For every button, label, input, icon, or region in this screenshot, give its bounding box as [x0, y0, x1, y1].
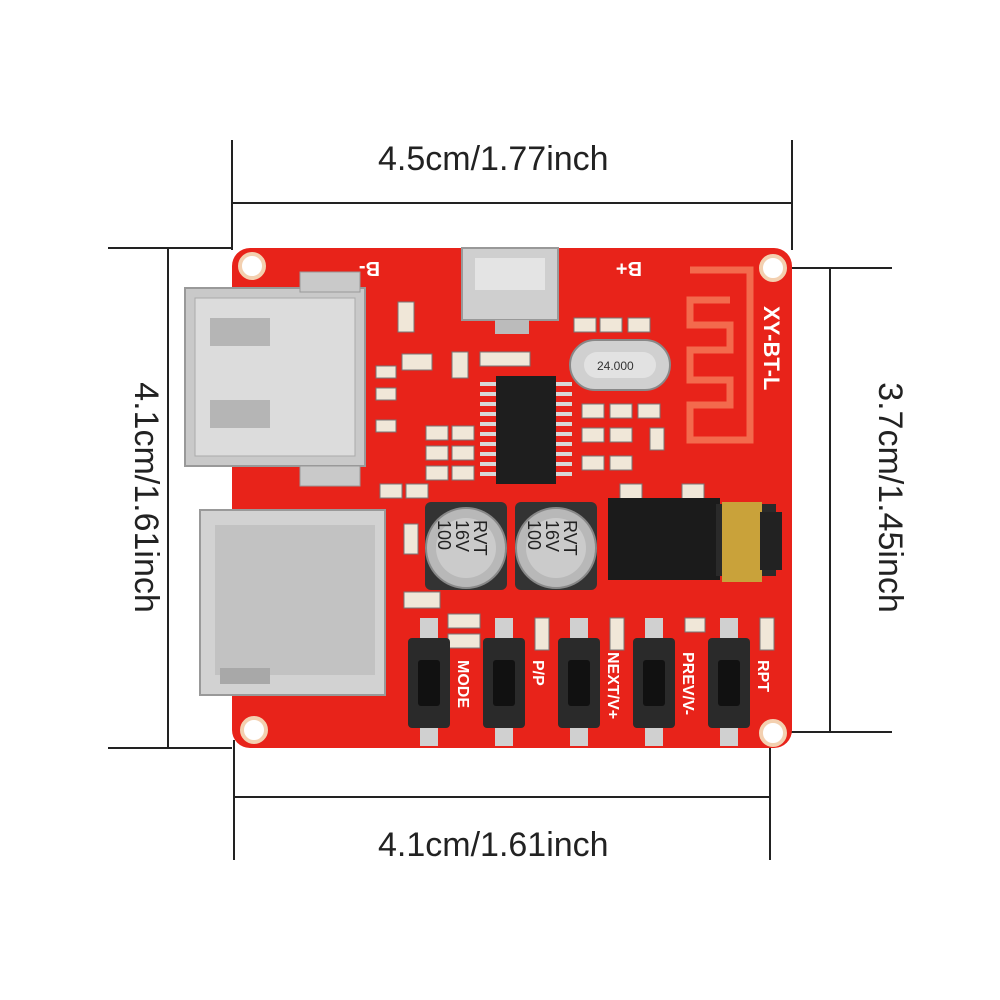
svg-text:16V: 16V — [452, 520, 472, 552]
crystal-label: 24.000 — [597, 359, 634, 373]
button-label-mode: MODE — [454, 660, 471, 708]
capacitor-1-label: 100 16V RVT — [434, 520, 490, 556]
svg-text:100: 100 — [524, 520, 544, 550]
micro-usb-port — [461, 247, 559, 334]
dimension-lines — [108, 140, 892, 860]
capacitor-1 — [425, 502, 507, 590]
antenna-trace — [686, 266, 754, 444]
capacitor-2 — [515, 502, 597, 590]
dimension-right: 3.7cm/1.45inch — [870, 382, 909, 613]
mounting-holes — [238, 252, 787, 747]
label-b-minus: B- — [359, 257, 380, 279]
dimension-bottom: 4.1cm/1.61inch — [378, 826, 609, 864]
capacitor-2-label: 100 16V RVT — [524, 520, 580, 556]
crystal-oscillator — [569, 339, 671, 391]
usb-port — [184, 271, 366, 487]
bluetooth-chip — [480, 376, 572, 484]
svg-text:16V: 16V — [542, 520, 562, 552]
board-model: XY-BT-L — [759, 306, 784, 390]
svg-text:RVT: RVT — [470, 520, 490, 556]
button-label-prev: PREV/V- — [679, 652, 696, 715]
smd-components — [375, 301, 775, 651]
dimension-top: 4.5cm/1.77inch — [378, 140, 609, 178]
audio-jack — [608, 498, 782, 582]
button-label-play-pause: P/P — [529, 660, 546, 686]
button-label-rpt: RPT — [754, 660, 771, 692]
dimension-left: 4.1cm/1.61inch — [126, 382, 165, 613]
button-label-next: NEXT/V+ — [604, 652, 621, 719]
label-b-plus: B+ — [616, 257, 642, 279]
svg-text:100: 100 — [434, 520, 454, 550]
sd-card-slot — [199, 509, 386, 696]
tact-buttons — [408, 618, 750, 746]
svg-text:RVT: RVT — [560, 520, 580, 556]
